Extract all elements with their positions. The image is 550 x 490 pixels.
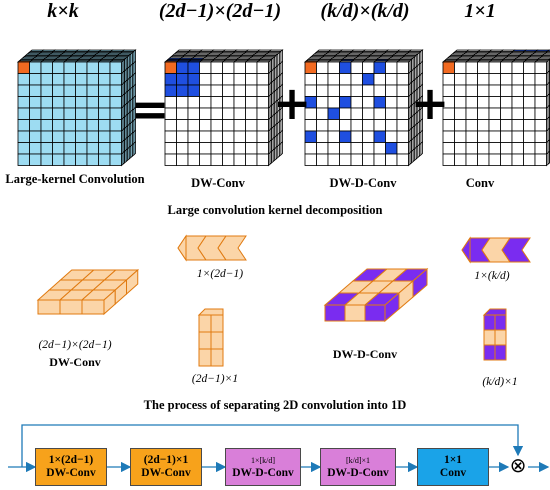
block-dw-conv-col: (2d−1)×1 DW-Conv [130,448,202,486]
cube-dw-conv [163,49,284,167]
caption-dw-conv: DW-Conv [191,176,245,190]
block-conv-name: Conv [439,467,467,479]
heading-kxk: k×k [47,0,79,22]
dwd-block-side-cell [412,267,428,299]
dwd-col-cell-right [494,314,507,331]
cube-conv [441,49,550,167]
block-dwd-conv-col-size: [k/d]×1 [345,456,371,465]
block-dw-conv-row-name: DW-Conv [46,467,96,479]
dw-block-side-cell [126,268,139,296]
caption-conv: Conv [465,176,495,190]
caption-large-kernel: Large-kernel Convolution [5,172,145,186]
label-dw-block: (2d−1)×(2d−1) [38,339,112,351]
block-dw-conv-col-name: DW-Conv [141,467,191,479]
heading-dw-conv-size: (2d−1)×(2d−1) [158,0,282,22]
col-kernel-cell-left [198,314,212,333]
dwd-col-top [482,308,507,316]
col-kernel-cell-right [210,348,224,367]
dwd-block-front-cell [364,304,386,322]
heading-dwd-conv-size: (k/d)×(k/d) [320,0,410,22]
section-title-separation: The process of separating 2D convolution… [143,398,407,412]
cube-large-kernel [16,49,137,167]
caption-dwd-block: DW-D-Conv [332,347,398,361]
block-dw-conv-row-size: 1×(2d−1) [48,454,94,466]
row-kernel-cap [177,234,187,262]
dwd-col-cell-left [483,329,496,346]
block-conv: 1×1 Conv [417,448,489,486]
caption-dw-d-conv: DW-D-Conv [329,176,397,190]
col-kernel-cell-right [210,331,224,350]
label-dwd-row: 1×(k/d) [474,270,510,282]
cube-dw-d-conv [303,49,424,167]
block-dwd-conv-col: [k/d]×1 DW-D-Conv [320,448,396,486]
dw-block-front-cell [37,299,61,315]
block-dwd-conv-row-name: DW-D-Conv [232,467,294,479]
col-kernel-top [197,308,224,316]
caption-dw-block: DW-Conv [49,355,101,369]
col-kernel-cell-left [198,348,212,367]
plus-sign-1: + [272,76,312,130]
label-col-kernel: (2d−1)×1 [191,373,239,385]
dwd-row-cap [461,236,471,264]
col-kernel-cell-right [210,314,224,333]
dw-block-front-cell [81,299,105,315]
dwd-col-cell-left [483,344,496,361]
dwd-block-front-cell [344,304,366,322]
dwd-col-cell-right [494,329,507,346]
skip-connection-arrow [21,424,524,467]
multiply-icon: ⊗ [509,453,527,477]
plus-sign-2: + [410,76,450,130]
block-dwd-conv-col-name: DW-D-Conv [327,467,389,479]
heading-conv-size: 1×1 [464,0,496,22]
equals-sign: = [130,82,170,136]
block-dwd-conv-row: 1×[k/d] DW-D-Conv [225,448,301,486]
block-dw-conv-col-size: (2d−1)×1 [143,454,189,466]
row-kernel-cell [217,235,247,261]
dwd-block-front-cell [324,304,346,322]
dwd-row-cell [501,237,531,263]
dwd-col-cell-left [483,314,496,331]
section-title-decomposition: Large convolution kernel decomposition [167,203,383,217]
block-dwd-conv-row-size: 1×[k/d] [250,456,276,465]
dw-block-front-cell [59,299,83,315]
label-dwd-col: (k/d)×1 [482,376,518,388]
block-dw-conv-row: 1×(2d−1) DW-Conv [35,448,107,486]
dwd-col-cell-right [494,344,507,361]
col-kernel-cell-left [198,331,212,350]
label-row-kernel: 1×(2d−1) [196,268,244,280]
block-conv-size: 1×1 [443,454,463,466]
